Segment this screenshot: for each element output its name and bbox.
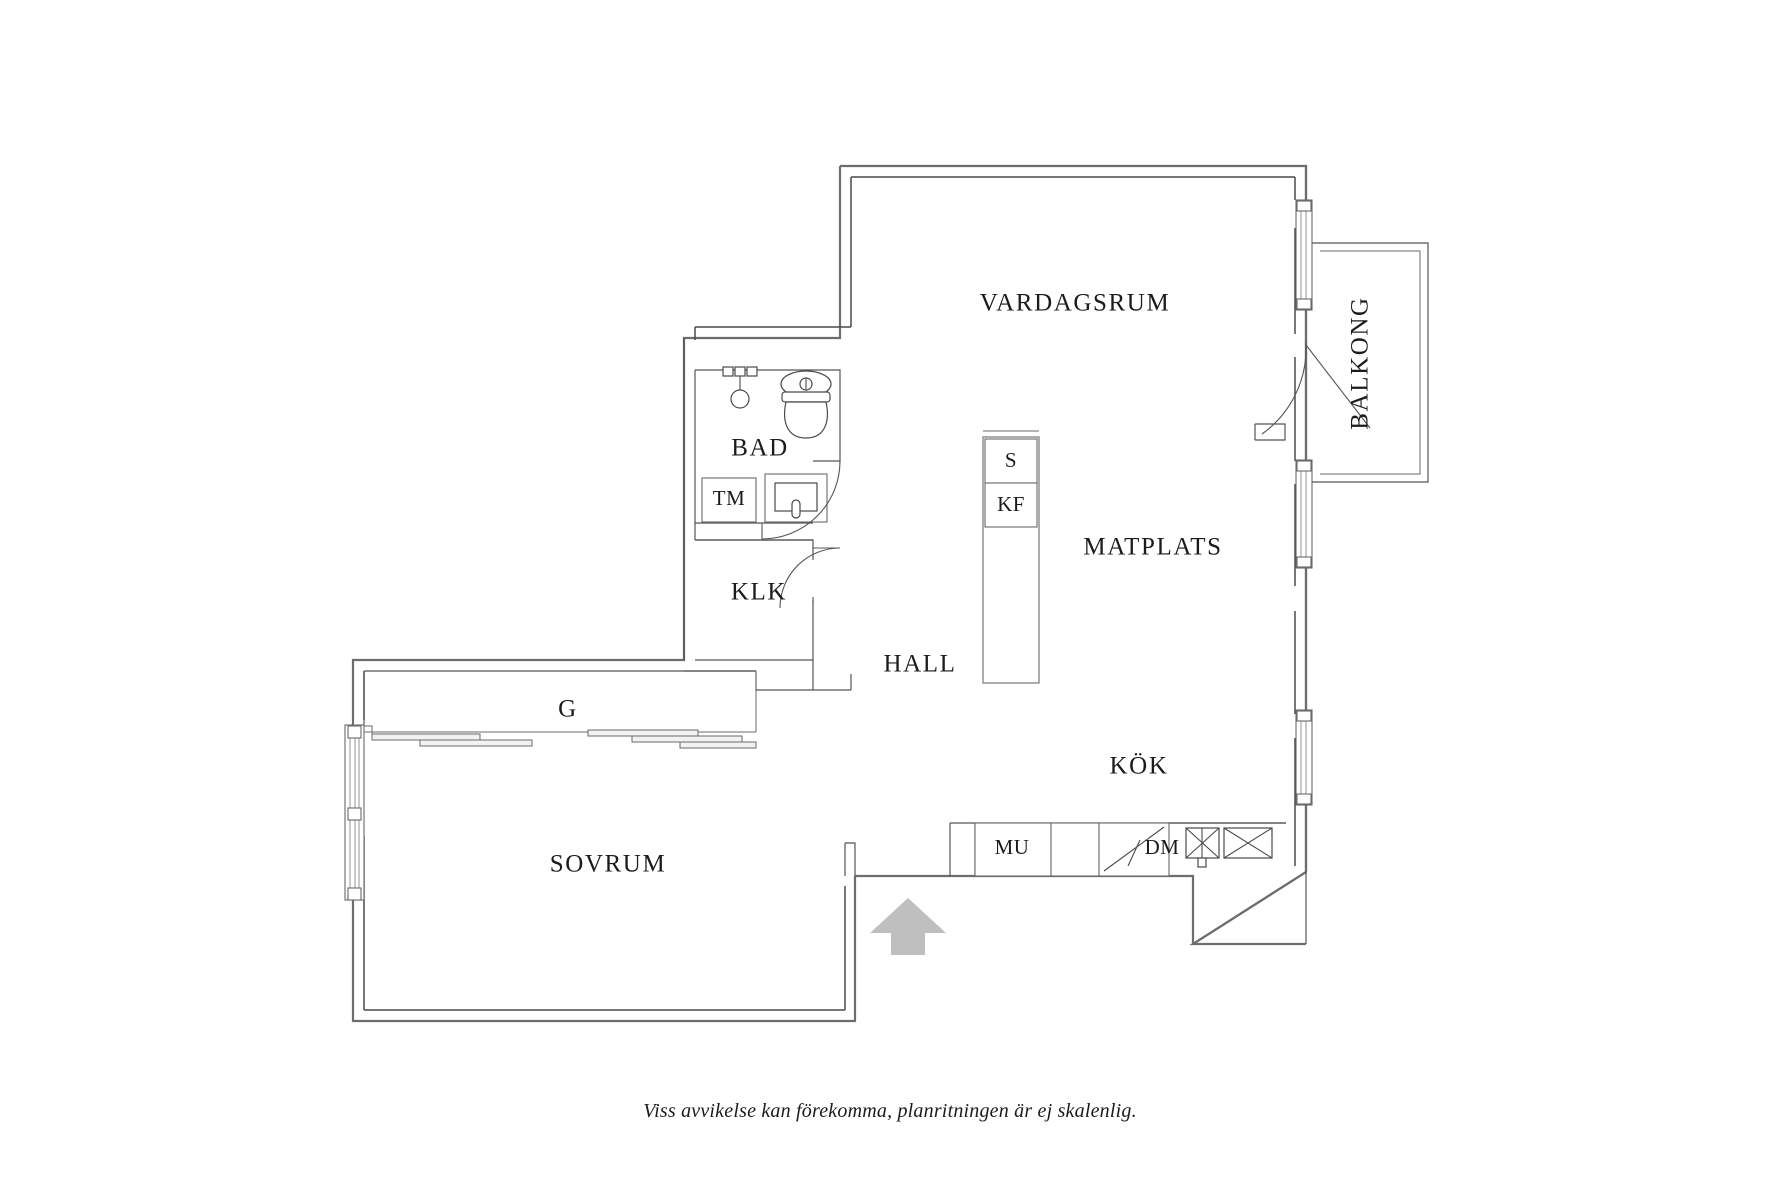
bad-door <box>761 460 841 540</box>
room-label-balkong: BALKONG <box>1347 296 1374 429</box>
room-label-vardagsrum: VARDAGSRUM <box>980 290 1171 317</box>
shower-icon <box>722 366 758 409</box>
klk-door <box>779 547 841 609</box>
appliance-label-s: S <box>1005 448 1017 472</box>
balcony-door <box>1254 343 1371 441</box>
room-label-matplats: MATPLATS <box>1083 534 1222 561</box>
entrance-arrow[interactable] <box>870 898 946 955</box>
wardrobe-group <box>364 671 757 749</box>
appliance-label-mu: MU <box>995 835 1030 859</box>
room-bad <box>694 366 841 541</box>
right-windows <box>1295 199 1313 806</box>
toilet-icon <box>780 370 832 439</box>
room-labels: VARDAGSRUM BALKONG BAD MATPLATS KLK HALL… <box>550 290 1374 878</box>
stove-icon <box>1103 826 1165 872</box>
disclaimer-caption: Viss avvikelse kan förekomma, planritnin… <box>643 1100 1137 1122</box>
washing-machine-icon <box>701 477 757 523</box>
hall-walls <box>684 660 975 876</box>
room-label-hall: HALL <box>883 651 956 678</box>
room-label-kok: KÖK <box>1110 753 1169 780</box>
appliance-label-dm: DM <box>1145 835 1180 859</box>
bathroom-vanity-icon <box>764 473 828 523</box>
kitchen-counter <box>974 822 1286 877</box>
room-klk <box>683 338 841 661</box>
living-dining-kitchen <box>974 199 1371 877</box>
appliance-label-kf: KF <box>997 492 1025 516</box>
room-sovrum <box>344 670 757 901</box>
tall-cabinet-column <box>982 430 1040 684</box>
kitchen-sink-icon <box>1185 827 1273 868</box>
appliance-labels: TM S KF MU DM G <box>558 448 1179 859</box>
room-balkong-outline <box>1312 242 1429 483</box>
bedroom-window <box>344 724 365 901</box>
room-label-klk: KLK <box>731 579 787 606</box>
appliance-label-tm: TM <box>713 486 746 510</box>
appliance-label-g: G <box>558 696 578 723</box>
room-label-bad: BAD <box>731 435 789 462</box>
room-label-sovrum: SOVRUM <box>550 851 667 878</box>
